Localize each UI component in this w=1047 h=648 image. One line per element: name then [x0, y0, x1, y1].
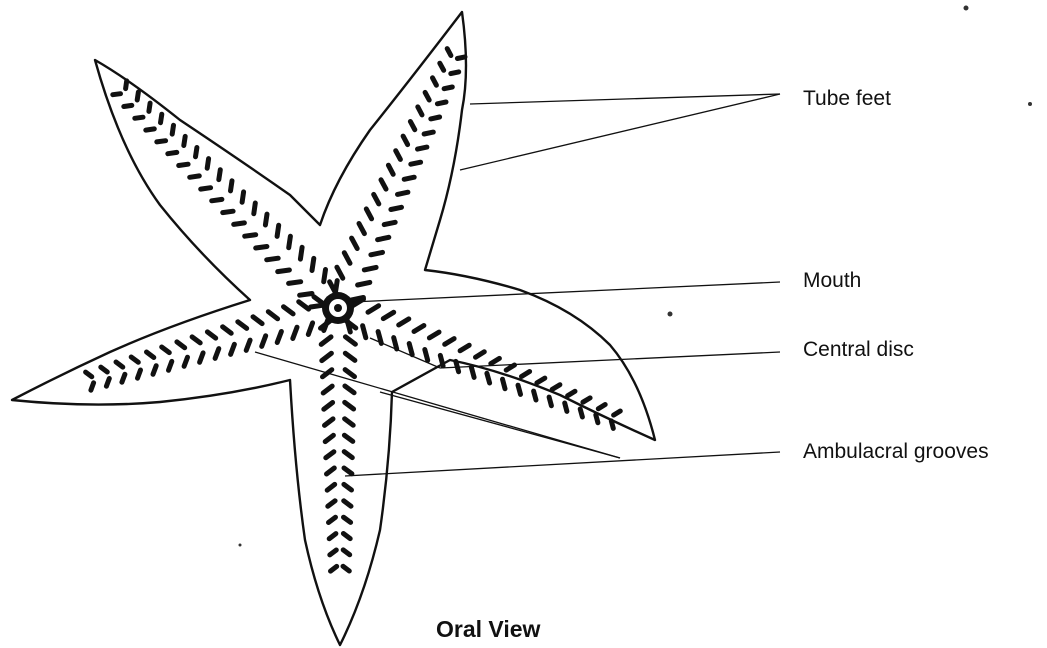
- tube-foot: [409, 344, 412, 355]
- tube-foot: [503, 379, 506, 389]
- tube-foot: [487, 373, 490, 383]
- tube-foot: [138, 370, 141, 378]
- tube-foot: [518, 385, 521, 394]
- tube-foot: [289, 236, 291, 248]
- tube-foot: [223, 211, 233, 212]
- tube-foot: [457, 57, 465, 59]
- tube-foot: [596, 415, 598, 423]
- tube-foot: [447, 49, 451, 56]
- tube-foot: [418, 147, 427, 149]
- tube-foot: [364, 267, 376, 270]
- tube-foot: [212, 199, 222, 200]
- tube-foot: [267, 258, 279, 260]
- tube-foot: [106, 379, 109, 387]
- tube-foot: [398, 192, 408, 194]
- tube-foot: [265, 214, 267, 225]
- tube-foot: [245, 235, 256, 237]
- ambulacral-grooves-label: Ambulacral grooves: [803, 441, 989, 462]
- tube-foot: [149, 103, 150, 111]
- leader-grooves-3: [345, 452, 780, 476]
- tube-foot: [411, 162, 421, 164]
- tube-foot: [254, 203, 256, 214]
- tube-foot: [440, 63, 444, 70]
- tube-foot: [347, 320, 350, 332]
- tube-foot: [277, 225, 279, 236]
- tube-foot: [312, 258, 314, 270]
- tube-foot: [157, 141, 166, 142]
- tube-foot: [378, 237, 389, 239]
- tube-foot: [137, 92, 138, 100]
- tube-foot: [172, 125, 173, 134]
- tube-foot: [384, 222, 395, 224]
- tube-foot: [549, 397, 551, 406]
- tube-foot: [580, 409, 582, 417]
- tube-foot: [256, 247, 267, 249]
- tube-foot: [91, 383, 94, 390]
- tube-foot: [394, 338, 397, 349]
- tube-foot: [425, 350, 428, 361]
- tube-foot: [440, 355, 443, 366]
- mouth-label: Mouth: [803, 270, 861, 291]
- tube-foot: [614, 411, 621, 415]
- tube-foot: [534, 391, 536, 400]
- tube-foot: [335, 281, 337, 294]
- tube-foot: [433, 78, 437, 85]
- tube-foot: [289, 282, 301, 284]
- tube-foot: [184, 136, 185, 145]
- tube-foot: [358, 282, 370, 285]
- tube-foot: [404, 177, 414, 179]
- tube-foot: [391, 207, 402, 209]
- tube-foot: [363, 326, 366, 338]
- tube-foot: [153, 366, 156, 375]
- tube-foot: [300, 294, 312, 296]
- tube-foot: [207, 159, 208, 169]
- tube-foot: [234, 223, 245, 225]
- tube-foot: [200, 353, 204, 362]
- tube-foot: [231, 181, 233, 191]
- tube-feet-label: Tube feet: [803, 88, 891, 109]
- tube-foot: [444, 87, 452, 89]
- tube-foot: [437, 102, 446, 104]
- central-disc-label: Central disc: [803, 339, 914, 360]
- mouth-icon: [322, 292, 354, 324]
- tube-foot: [215, 349, 219, 359]
- tube-foot: [196, 148, 197, 157]
- tube-foot: [451, 72, 459, 74]
- tube-foot: [611, 421, 613, 429]
- tube-foot: [219, 170, 221, 180]
- tube-foot: [122, 374, 125, 382]
- tube-foot: [113, 94, 121, 95]
- leader-tube-feet-2: [460, 94, 780, 170]
- tube-foot: [201, 188, 211, 189]
- tube-foot: [169, 361, 172, 370]
- tube-foot: [424, 132, 433, 134]
- tube-foot: [126, 81, 127, 89]
- tube-foot: [242, 192, 244, 202]
- tube-foot: [168, 152, 177, 153]
- tube-foot: [300, 247, 302, 259]
- tube-foot: [146, 129, 155, 130]
- tube-foot: [190, 176, 200, 177]
- tube-foot: [311, 305, 324, 307]
- tube-foot: [471, 367, 474, 377]
- tube-foot: [371, 252, 383, 254]
- tube-foot: [431, 117, 440, 119]
- tube-foot: [278, 270, 290, 272]
- tube-foot: [565, 403, 567, 411]
- diagram-caption: Oral View: [436, 618, 540, 641]
- tube-foot: [161, 114, 162, 123]
- tube-foot: [135, 117, 143, 118]
- leader-tube-feet-1: [470, 94, 780, 104]
- tube-foot: [324, 270, 326, 282]
- tube-foot: [184, 357, 187, 366]
- tube-foot: [124, 105, 132, 106]
- tube-foot: [231, 344, 235, 354]
- tube-foot: [179, 164, 188, 165]
